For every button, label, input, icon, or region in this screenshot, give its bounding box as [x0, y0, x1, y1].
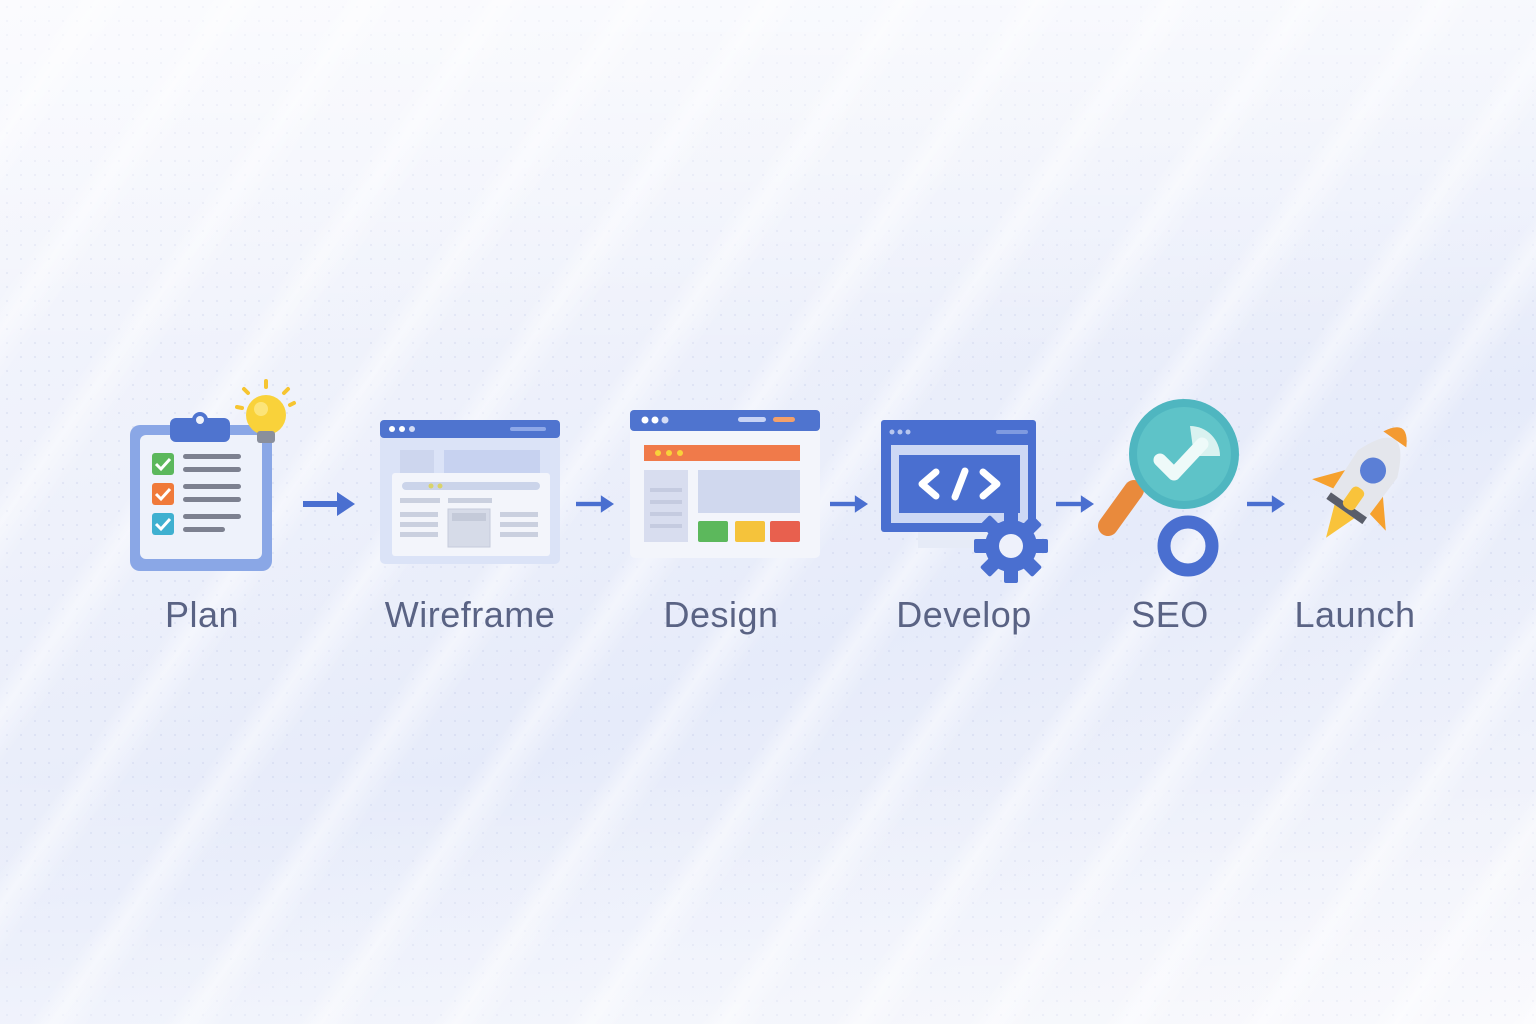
- step-label-plan: Plan: [164, 594, 240, 635]
- code-monitor-gear-icon: [881, 420, 1048, 583]
- step-launch: [1295, 410, 1435, 555]
- rocket-icon: [1312, 427, 1407, 538]
- arrow-right-icon: [576, 495, 614, 513]
- step-wireframe: [378, 418, 563, 568]
- arrow-right-icon: [1056, 495, 1094, 513]
- arrow-right-icon: [1247, 495, 1285, 513]
- arrow-right-icon: [303, 492, 355, 516]
- clipboard-checklist-lightbulb-icon: [130, 379, 296, 571]
- step-design: [628, 408, 823, 563]
- wireframe-window-icon: [380, 420, 560, 564]
- step-label-launch: Launch: [1294, 594, 1416, 635]
- step-plan: [120, 375, 310, 575]
- step-label-seo: SEO: [1131, 594, 1209, 635]
- step-label-develop: Develop: [896, 594, 1032, 635]
- step-seo: [1098, 398, 1248, 578]
- arrow-right-icon: [830, 495, 868, 513]
- step-label-design: Design: [663, 594, 779, 635]
- step-develop: [878, 415, 1053, 585]
- design-mockup-window-icon: [630, 410, 820, 558]
- magnifier-checkmark-icon: [1098, 399, 1239, 577]
- step-label-wireframe: Wireframe: [384, 594, 556, 635]
